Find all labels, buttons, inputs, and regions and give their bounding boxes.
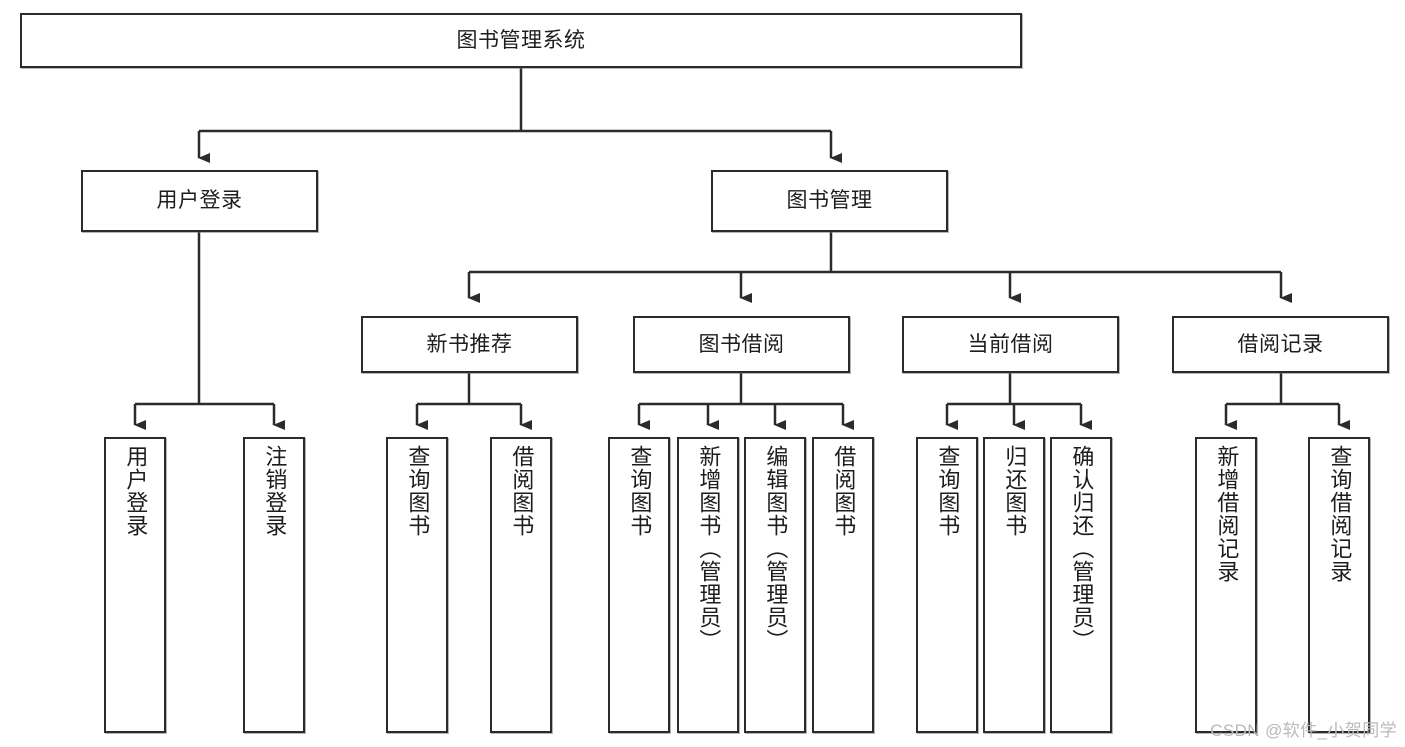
leaf-borrow-records-query[interactable]: 查询借阅记录 bbox=[1308, 437, 1370, 733]
leaf-book-borrow-borrow-book[interactable]: 借阅图书 bbox=[812, 437, 874, 733]
leaf-book-borrow-edit-book-label: 编辑图书（管理员） bbox=[763, 445, 789, 652]
leaf-borrow-records-query-label: 查询借阅记录 bbox=[1327, 445, 1353, 583]
leaf-book-borrow-add-book-label: 新增图书（管理员） bbox=[696, 445, 722, 652]
leaf-current-borrow-confirm-return[interactable]: 确认归还（管理员） bbox=[1050, 437, 1112, 733]
leaf-borrow-records-add[interactable]: 新增借阅记录 bbox=[1195, 437, 1257, 733]
leaf-current-borrow-confirm-return-label: 确认归还（管理员） bbox=[1069, 445, 1095, 652]
leaf-book-borrow-query-book[interactable]: 查询图书 bbox=[608, 437, 670, 733]
leaf-book-borrow-add-book[interactable]: 新增图书（管理员） bbox=[677, 437, 739, 733]
leaf-book-borrow-borrow-book-label: 借阅图书 bbox=[831, 445, 857, 537]
leaf-book-borrow-query-book-label: 查询图书 bbox=[627, 445, 653, 537]
leaf-new-books-borrow-book[interactable]: 借阅图书 bbox=[490, 437, 552, 733]
leaf-current-borrow-query-book-label: 查询图书 bbox=[935, 445, 961, 537]
leaf-logout-label: 注销登录 bbox=[262, 445, 288, 537]
leaf-user-login[interactable]: 用户登录 bbox=[104, 437, 166, 733]
leaf-user-login-label: 用户登录 bbox=[123, 445, 149, 537]
leaf-current-borrow-return-book[interactable]: 归还图书 bbox=[983, 437, 1045, 733]
leaf-current-borrow-query-book[interactable]: 查询图书 bbox=[916, 437, 978, 733]
leaf-current-borrow-return-book-label: 归还图书 bbox=[1002, 445, 1028, 537]
leaf-new-books-query-book-label: 查询图书 bbox=[405, 445, 431, 537]
node-book-management-label: 图书管理 bbox=[786, 189, 873, 213]
node-book-borrow-label: 图书借阅 bbox=[698, 332, 785, 356]
leaf-borrow-records-add-label: 新增借阅记录 bbox=[1214, 445, 1240, 583]
node-root-label: 图书管理系统 bbox=[456, 28, 586, 52]
leaf-logout[interactable]: 注销登录 bbox=[243, 437, 305, 733]
leaf-new-books-query-book[interactable]: 查询图书 bbox=[386, 437, 448, 733]
node-user-login[interactable]: 用户登录 bbox=[81, 170, 318, 232]
node-book-management[interactable]: 图书管理 bbox=[711, 170, 948, 232]
node-borrow-records-label: 借阅记录 bbox=[1237, 332, 1324, 356]
node-current-borrow-label: 当前借阅 bbox=[967, 332, 1054, 356]
node-current-borrow[interactable]: 当前借阅 bbox=[902, 316, 1119, 373]
leaf-book-borrow-edit-book[interactable]: 编辑图书（管理员） bbox=[744, 437, 806, 733]
node-new-book-recommend-label: 新书推荐 bbox=[426, 332, 513, 356]
node-user-login-label: 用户登录 bbox=[156, 189, 243, 213]
node-root[interactable]: 图书管理系统 bbox=[20, 13, 1022, 68]
leaf-new-books-borrow-book-label: 借阅图书 bbox=[509, 445, 535, 537]
node-book-borrow[interactable]: 图书借阅 bbox=[633, 316, 850, 373]
node-new-book-recommend[interactable]: 新书推荐 bbox=[361, 316, 578, 373]
node-borrow-records[interactable]: 借阅记录 bbox=[1172, 316, 1389, 373]
